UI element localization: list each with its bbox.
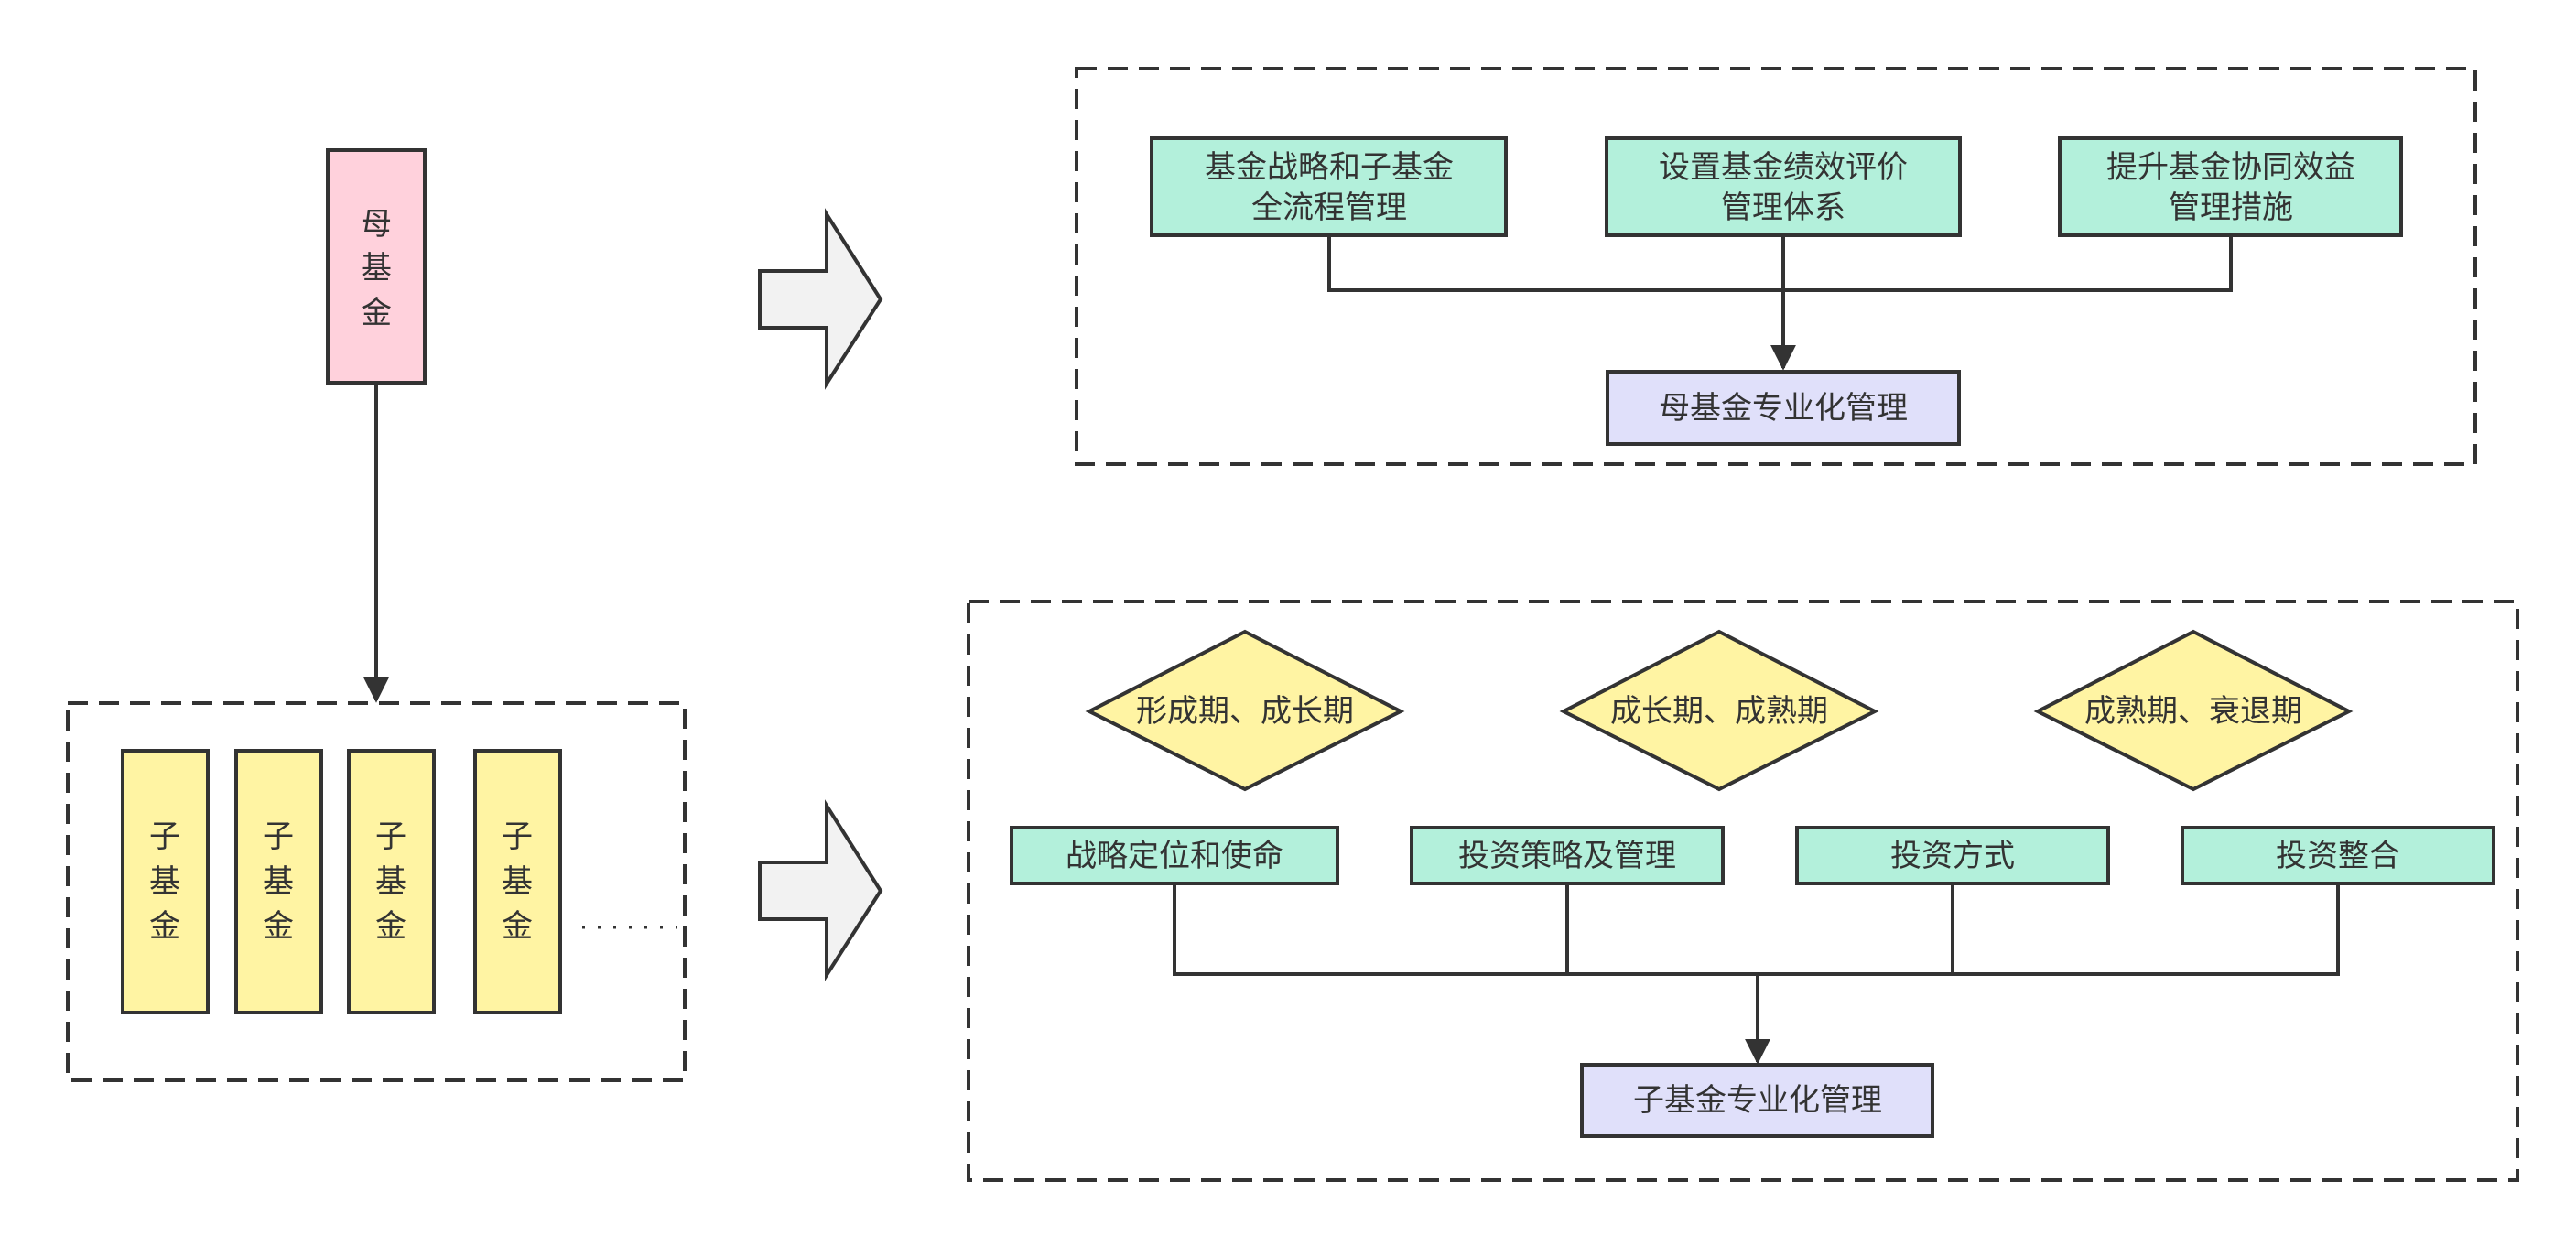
mother-result-node: 母基金专业化管理 [1606, 370, 1961, 446]
sub-result-label: 子基金专业化管理 [1633, 1082, 1882, 1119]
measure-strategy-line2: 全流程管理 [1251, 190, 1407, 226]
mother-fund-node: 母 基 金 [326, 148, 427, 385]
connector-synergy [1783, 235, 2233, 292]
sub-fund-3-char-1: 子 [375, 818, 406, 855]
sub-management-panel [967, 600, 2519, 1182]
sub-fund-2-char-3: 金 [263, 908, 294, 945]
measure-synergy-line2: 管理措施 [2169, 190, 2293, 226]
sub-measure-node-positioning: 战略定位和使命 [1010, 826, 1339, 885]
mother-fund-char-1: 母 [361, 206, 392, 243]
sub-fund-2-char-2: 基 [263, 863, 294, 900]
mother-management-panel [1075, 67, 2477, 466]
sub-fund-1-char-1: 子 [149, 818, 180, 855]
sub-measure-node-integration: 投资整合 [2181, 826, 2495, 885]
measure-node-evaluation: 设置基金绩效评价 管理体系 [1605, 136, 1962, 237]
measure-node-strategy: 基金战略和子基金 全流程管理 [1150, 136, 1508, 237]
lower-block-arrow [758, 799, 883, 981]
sub-fund-1-char-2: 基 [149, 863, 180, 900]
sub-connector-bus [1173, 883, 2340, 976]
measure-evaluation-line1: 设置基金绩效评价 [1659, 149, 1908, 186]
measure-evaluation-line2: 管理体系 [1721, 190, 1845, 226]
sub-measure-node-method: 投资方式 [1795, 826, 2110, 885]
stage-formation-label: 形成期、成长期 [1136, 693, 1354, 730]
stage-node-maturity: 成熟期、衰退期 [2033, 629, 2354, 792]
stage-maturity-label: 成熟期、衰退期 [2084, 693, 2302, 730]
measure-node-synergy: 提升基金协同效益 管理措施 [2058, 136, 2403, 237]
mother-fund-char-3: 金 [361, 295, 392, 331]
sub-fund-node-2: 子 基 金 [234, 749, 323, 1014]
sub-fund-node-3: 子 基 金 [347, 749, 436, 1014]
stage-growth-label: 成长期、成熟期 [1610, 693, 1828, 730]
measure-synergy-line1: 提升基金协同效益 [2106, 149, 2355, 186]
sub-result-node: 子基金专业化管理 [1580, 1063, 1934, 1138]
upper-block-arrow [758, 208, 883, 390]
sub-fund-4-char-1: 子 [502, 818, 533, 855]
sub-fund-3-char-2: 基 [375, 863, 406, 900]
sub-fund-3-char-3: 金 [375, 908, 406, 945]
sub-fund-2-char-1: 子 [263, 818, 294, 855]
stage-node-formation: 形成期、成长期 [1085, 629, 1405, 792]
sub-fund-1-char-3: 金 [149, 908, 180, 945]
sub-fund-node-4: 子 基 金 [473, 749, 562, 1014]
mother-result-label: 母基金专业化管理 [1659, 390, 1908, 427]
sub-measure-positioning-label: 战略定位和使命 [1066, 838, 1283, 874]
sub-fund-node-1: 子 基 金 [121, 749, 210, 1014]
sub-measure-method-label: 投资方式 [1890, 838, 2015, 874]
connector-strategy [1327, 235, 1783, 292]
mother-fund-char-2: 基 [361, 250, 392, 287]
measure-strategy-line1: 基金战略和子基金 [1205, 149, 1454, 186]
sub-measure-strategy-label: 投资策略及管理 [1458, 838, 1676, 874]
sub-measure-node-strategy: 投资策略及管理 [1410, 826, 1725, 885]
sub-measure-integration-label: 投资整合 [2276, 838, 2400, 874]
sub-fund-4-char-2: 基 [502, 863, 533, 900]
stage-node-growth: 成长期、成熟期 [1559, 629, 1879, 792]
sub-fund-4-char-3: 金 [502, 908, 533, 945]
